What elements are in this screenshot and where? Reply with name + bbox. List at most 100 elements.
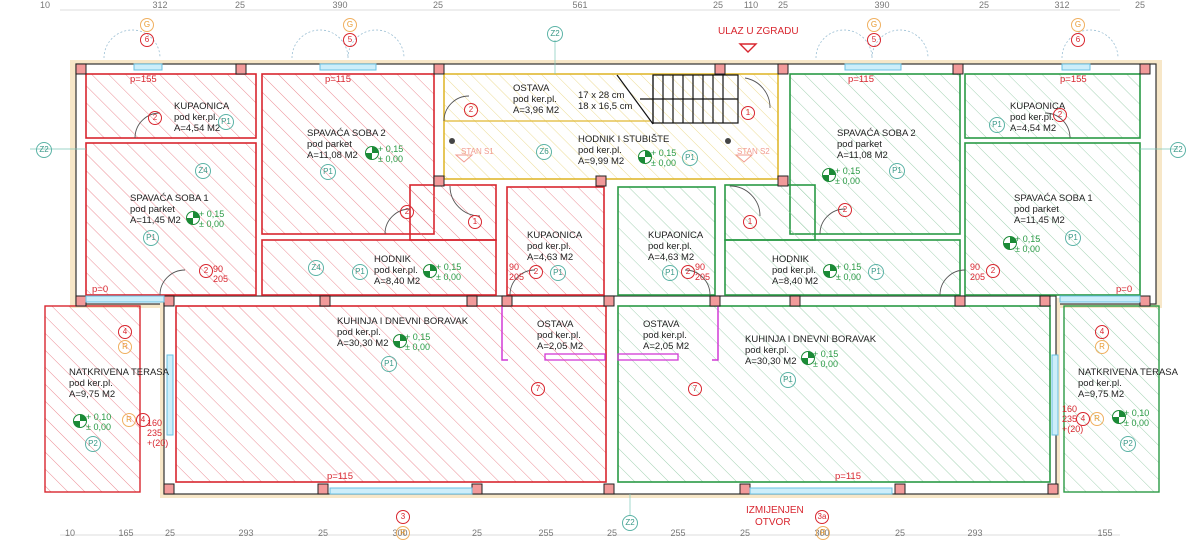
dim-top-8: 25 bbox=[712, 0, 724, 10]
room-area: A=4,63 M2 bbox=[527, 252, 574, 263]
room-area: A=2,05 M2 bbox=[643, 341, 690, 352]
room-left-bedroom-2: SPAVAĆA SOBA 2 pod parket A=11,08 M2 bbox=[307, 128, 386, 161]
floor-tag: P2 bbox=[1120, 436, 1136, 452]
dim-bottom-12: 25 bbox=[739, 528, 751, 538]
dim-bottom-6: 25 bbox=[317, 528, 329, 538]
changed-opening-label-2: OTVOR bbox=[755, 517, 791, 528]
door-type-tag: R bbox=[122, 413, 136, 427]
window-type-tag: R bbox=[816, 526, 830, 540]
elevation-marker-icon bbox=[822, 168, 836, 182]
stair-dimensions: 17 x 28 cm 18 x 16,5 cm bbox=[578, 90, 633, 112]
dim-bottom-11: 255 bbox=[670, 528, 686, 538]
room-area: A=9,75 M2 bbox=[69, 389, 116, 400]
room-left-bathroom-2: KUPAONICA pod ker.pl. A=4,63 M2 bbox=[527, 230, 582, 263]
room-left-pantry: OSTAVA pod ker.pl. A=2,05 M2 bbox=[537, 319, 583, 352]
door-number-tag: 2 bbox=[529, 265, 543, 279]
elevation-marker-icon bbox=[1003, 236, 1017, 250]
room-floor: pod ker.pl. bbox=[1010, 112, 1054, 123]
floor-tag: P1 bbox=[381, 356, 397, 372]
dim-bottom-1: 10 bbox=[64, 528, 76, 538]
elevation: + 0,15± 0,00 bbox=[835, 166, 861, 186]
elevation: + 0,15± 0,00 bbox=[405, 332, 431, 352]
room-floor: pod ker.pl. bbox=[578, 145, 622, 156]
room-area: A=11,08 M2 bbox=[307, 150, 358, 161]
room-right-kitchen-living: KUHINJA I DNEVNI BORAVAK pod ker.pl. A=3… bbox=[745, 334, 876, 367]
door-number-tag: 2 bbox=[986, 264, 1000, 278]
room-name: KUHINJA I DNEVNI BORAVAK bbox=[745, 334, 877, 345]
room-name: NATKRIVENA TERASA bbox=[1078, 367, 1178, 378]
window-number-tag: 6 bbox=[140, 33, 154, 47]
room-area: A=4,54 M2 bbox=[1010, 123, 1057, 134]
room-name: OSTAVA bbox=[643, 319, 680, 330]
room-name: OSTAVA bbox=[537, 319, 574, 330]
room-area: A=9,99 M2 bbox=[578, 156, 625, 167]
room-name: SPAVAĆA SOBA 2 bbox=[837, 128, 916, 139]
dim-top-11: 390 bbox=[874, 0, 890, 10]
room-floor: pod ker.pl. bbox=[527, 241, 571, 252]
floor-tag: P1 bbox=[218, 114, 234, 130]
dim-top-10: 25 bbox=[777, 0, 789, 10]
window-type-tag: G bbox=[343, 18, 357, 32]
elevation: + 0,15± 0,00 bbox=[436, 262, 462, 282]
window-number-tag: 5 bbox=[343, 33, 357, 47]
dim-top-1: 10 bbox=[39, 0, 51, 10]
room-center-hall-stairs: HODNIK I STUBIŠTE pod ker.pl. A=9,99 M2 bbox=[578, 134, 669, 167]
door-type-tag: R bbox=[1095, 340, 1109, 354]
window-number-tag: 6 bbox=[1071, 33, 1085, 47]
room-name: NATKRIVENA TERASA bbox=[69, 367, 169, 378]
door-number-tag: 2 bbox=[400, 205, 414, 219]
sill-height: p=155 bbox=[1060, 74, 1087, 85]
room-name: KUPAONICA bbox=[1010, 101, 1066, 112]
room-left-bedroom-1: SPAVAĆA SOBA 1 pod parket A=11,45 M2 bbox=[130, 193, 209, 226]
sill-height: p=115 bbox=[835, 471, 861, 482]
dim-bottom-8: 25 bbox=[471, 528, 483, 538]
room-left-bathroom-1: KUPAONICA pod ker.pl. A=4,54 M2 bbox=[174, 101, 229, 134]
axis-tag-z2-right: Z2 bbox=[1170, 142, 1186, 158]
room-left-hallway: HODNIK pod ker.pl. A=8,40 M2 bbox=[374, 254, 420, 287]
door-number-tag: 2 bbox=[464, 103, 478, 117]
window-type-tag: R bbox=[396, 526, 410, 540]
floor-tag: P1 bbox=[662, 265, 678, 281]
dim-top-13: 312 bbox=[1054, 0, 1070, 10]
room-name: KUPAONICA bbox=[527, 230, 583, 241]
room-floor: pod parket bbox=[1014, 204, 1059, 215]
apartment-label-s1: STAN S1 bbox=[461, 147, 494, 156]
door-type-tag: R bbox=[118, 340, 132, 354]
axis-tag-z2-bottom: Z2 bbox=[622, 515, 638, 531]
door-number-tag: 1 bbox=[741, 106, 755, 120]
room-name: SPAVAĆA SOBA 2 bbox=[307, 128, 386, 139]
dim-bottom-10: 25 bbox=[606, 528, 618, 538]
door-number-tag: 2 bbox=[681, 265, 695, 279]
room-floor: pod ker.pl. bbox=[337, 327, 381, 338]
dim-top-7: 561 bbox=[572, 0, 588, 10]
dim-top-9: 110 bbox=[743, 0, 759, 10]
dim-bottom-3: 165 bbox=[118, 528, 134, 538]
elevation: + 0,10± 0,00 bbox=[1124, 408, 1150, 428]
axis-tag-z6: Z6 bbox=[536, 144, 552, 160]
elevation-marker-icon bbox=[186, 211, 200, 225]
room-floor: pod parket bbox=[837, 139, 882, 150]
sill-height: p=115 bbox=[325, 74, 351, 85]
floor-tag: P1 bbox=[143, 230, 159, 246]
door-number-tag: 1 bbox=[468, 215, 482, 229]
room-area: A=4,63 M2 bbox=[648, 252, 695, 263]
window-type-tag: G bbox=[867, 18, 881, 32]
elevation-marker-icon bbox=[423, 264, 437, 278]
floor-tag: P2 bbox=[85, 436, 101, 452]
door-number-tag: 2 bbox=[148, 111, 162, 125]
room-name: KUPAONICA bbox=[174, 101, 230, 112]
dim-bottom-5: 293 bbox=[238, 528, 254, 538]
room-area: A=30,30 M2 bbox=[337, 338, 389, 349]
room-right-hallway: HODNIK pod ker.pl. A=8,40 M2 bbox=[772, 254, 818, 287]
room-name: SPAVAĆA SOBA 1 bbox=[1014, 193, 1093, 204]
room-floor: pod ker.pl. bbox=[174, 112, 218, 123]
door-number-tag: 4 bbox=[136, 413, 150, 427]
room-floor: pod ker.pl. bbox=[513, 94, 557, 105]
room-floor: pod ker.pl. bbox=[648, 241, 692, 252]
room-name: HODNIK bbox=[374, 254, 411, 265]
